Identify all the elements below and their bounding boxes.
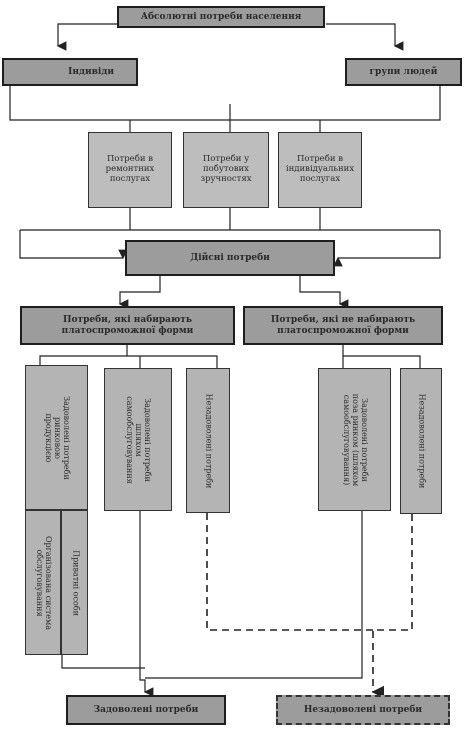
unsatisfied-paying-box: Незадоволені потреби: [186, 368, 230, 513]
private-persons-box: Приватні особи: [61, 510, 88, 655]
nonpaying-needs-box: Потреби, які не набирають платоспроможно…: [243, 306, 443, 345]
col5-dashed: [371, 514, 413, 699]
paying-branch: [39, 355, 218, 368]
individual-needs-box: Потреби в індивідуальних послугах: [278, 132, 362, 208]
self-service-box: Задоволені потреби шляхом самообслуговув…: [104, 368, 172, 511]
unsatisfied-nonpaying-box: Незадоволені потреби: [400, 368, 442, 514]
nonmarket-satisfied-box: Задоволені потреби поза ринком (шляхом с…: [318, 368, 391, 511]
right-group-box: групи людей: [345, 58, 462, 86]
nonpaying-branch: [342, 345, 421, 368]
bracket-to-real-needs: [19, 230, 128, 260]
col1-to-satisfied: [61, 655, 145, 669]
top-to-groups-line: [56, 23, 118, 51]
top-to-groups-line: [326, 23, 404, 51]
col3-dashed: [206, 513, 373, 631]
bracket-to-real-needs: [333, 230, 441, 267]
left-group-box: Індивіди: [2, 58, 138, 86]
repair-needs-box: Потреби в ремонтних послугах: [88, 132, 172, 208]
groups-bracket: [9, 85, 441, 121]
unsatisfied-needs-box: Незадоволені потреби: [276, 695, 450, 725]
real-to-paying: [118, 276, 161, 309]
col4-to-satisfied: [145, 511, 363, 679]
organized-service-box: Організована система обслуговування: [25, 510, 61, 655]
col2-to-satisfied: [139, 511, 154, 697]
market-satisfied-box: Задоволені потреби ринковою продукцією: [25, 365, 88, 510]
household-needs-box: Потреби у побутових зручностях: [183, 132, 269, 208]
satisfied-needs-box: Задоволені потреби: [66, 695, 226, 725]
real-needs-box: Дійсні потреби: [125, 240, 335, 276]
real-to-nonpaying: [299, 276, 349, 309]
paying-needs-box: Потреби, які набирають платоспроможної ф…: [20, 306, 235, 345]
top-box: Абсолютні потреби населення: [117, 6, 325, 28]
